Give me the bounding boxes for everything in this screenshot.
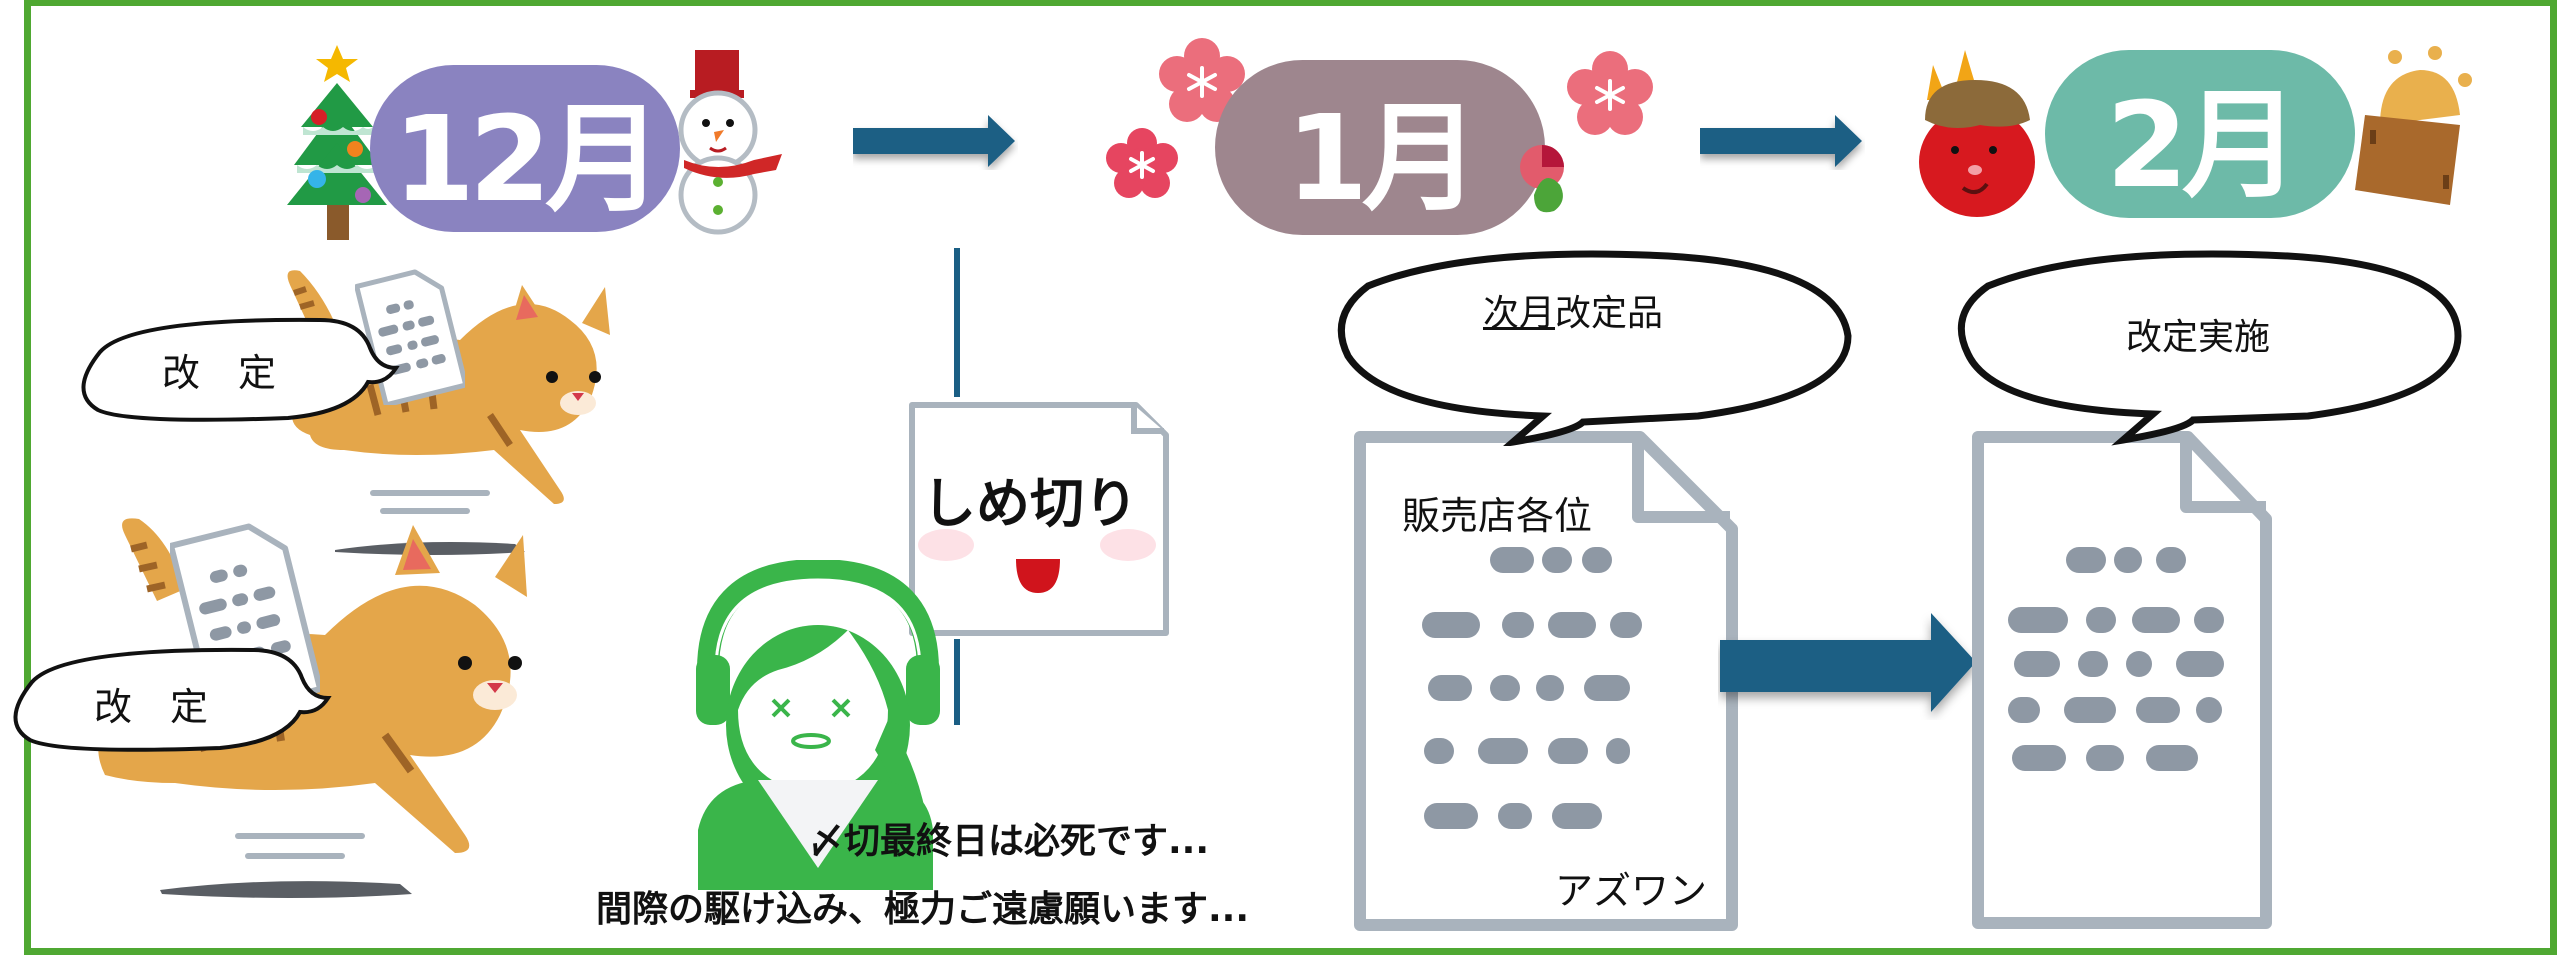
bubble-text: 次月改定品 — [1483, 284, 1663, 336]
arrow-dec-to-jan — [853, 112, 1018, 170]
month-february: 2月 — [1915, 45, 2495, 240]
deadline-card: しめ切り — [906, 397, 1174, 639]
month-badge-december: 12月 — [370, 65, 680, 232]
document-revised — [1968, 425, 2278, 935]
month-label: 12月 — [392, 90, 663, 228]
bubble-text: 改定実施 — [2126, 317, 2271, 358]
arrow-jan-to-feb — [1700, 112, 1865, 170]
running-cat-icon — [98, 518, 527, 898]
speech-bubble-next-month: 次月改定品 — [1328, 246, 1853, 448]
bubble-text: 改 定 — [162, 351, 277, 395]
operator-caption-line-2: 間際の駆け込み、極力ご遠慮願います... — [596, 889, 1250, 930]
month-badge-february: 2月 — [2045, 50, 2355, 218]
document-current: 販売店各位 アズワン — [1350, 425, 1750, 935]
speech-bubble-revision-2: 改 定 — [12, 642, 332, 754]
document-recipient: 販売店各位 — [1402, 494, 1593, 538]
speech-bubble-revision-1: 改 定 — [80, 312, 400, 424]
deadline-label: しめ切り — [922, 472, 1138, 535]
month-january: 1月 — [1090, 30, 1670, 240]
revised-products: 改定品 — [1555, 293, 1664, 334]
christmas-tree-icon — [287, 45, 387, 240]
green-frame — [24, 0, 2557, 955]
operator-caption-line-1: 〆切最終日は必死です... — [808, 821, 1210, 862]
call-center-operator — [678, 558, 978, 890]
bean-box-icon — [2355, 46, 2472, 205]
month-label: 1月 — [1285, 89, 1480, 227]
operator-icon — [696, 558, 940, 890]
document-sender: アズワン — [1555, 869, 1708, 913]
month-label: 2月 — [2105, 75, 2300, 214]
plum-blossoms-icon — [1106, 38, 1653, 198]
plum-bud-icon — [1520, 145, 1564, 213]
arrow-current-to-new — [1718, 610, 1980, 720]
red-oni-icon — [1919, 50, 2035, 217]
snowman-icon — [678, 50, 782, 235]
month-badge-january: 1月 — [1215, 60, 1545, 235]
bubble-text: 改 定 — [94, 685, 209, 729]
speech-bubble-implementation: 改定実施 — [1948, 246, 2463, 446]
month-december: 12月 — [285, 40, 795, 240]
next-month-underlined: 次月 — [1483, 293, 1556, 334]
